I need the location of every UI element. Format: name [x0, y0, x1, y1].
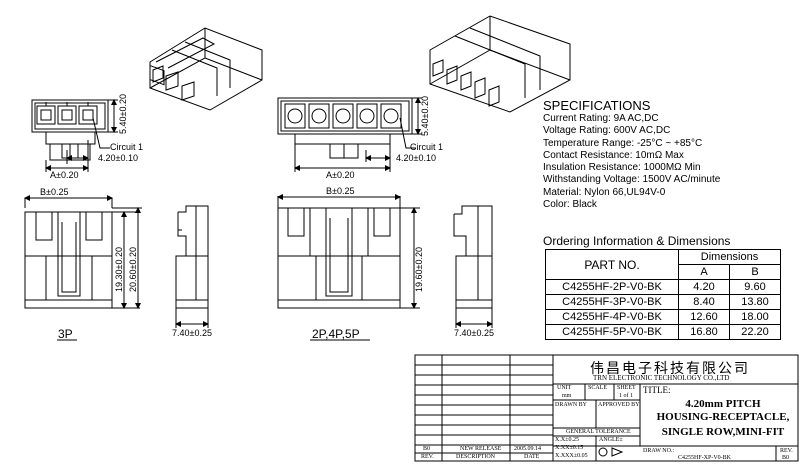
spec-line: Current Rating: 9A AC,DC	[543, 113, 659, 124]
dim-pitch-3p: 4.20±0.10	[98, 153, 138, 163]
a-cell: 12.60	[678, 309, 730, 325]
history-rev: B0	[423, 446, 431, 452]
history-date: 2005.09.14	[514, 446, 541, 452]
tolerance-1: X.X±0.25	[555, 437, 579, 443]
ordering-title: Ordering Information & Dimensions	[543, 234, 731, 248]
dim-side-5p: 7.40±0.25	[454, 328, 494, 338]
table-row: C4255HF-4P-V0-BK 12.60 18.00	[545, 309, 781, 325]
title-line-1: 4.20mm PITCH	[685, 398, 761, 410]
front-view-3p	[31, 99, 118, 172]
title-line-2: HOUSING-RECEPTACLE,	[656, 411, 790, 423]
side-view-3p	[175, 205, 209, 328]
dim-b-3p: B±0.25	[40, 187, 68, 197]
tolerance-3: X.XXX±0.05	[555, 453, 588, 459]
sheet-value: 1 of 1	[619, 393, 633, 399]
part-cell: C4255HF-4P-V0-BK	[545, 309, 679, 325]
general-tolerance-label: GENERAL TOLERANCE	[566, 429, 631, 435]
draw-no-value: C4255HF-XP-V0-BK	[678, 455, 732, 461]
dimensions-header: Dimensions	[678, 249, 781, 265]
circuit-label-5p: Circuit 1	[410, 142, 443, 152]
col-b-header: B	[729, 264, 781, 280]
spec-line: Temperature Range: -25°C ~ +85°C	[543, 137, 703, 149]
specifications: SPECIFICATIONS Current Rating: 9A AC,DC …	[543, 98, 720, 211]
table-row: C4255HF-5P-V0-BK 16.80 22.20	[545, 324, 781, 340]
a-cell: 16.80	[678, 324, 730, 340]
dim-height-5p: 5.40±0.20	[420, 96, 430, 136]
spec-line: Insulation Resistance: 1000MΩ Min	[543, 162, 701, 174]
side-view-5p	[453, 205, 493, 328]
table-row: C4255HF-3P-V0-BK 8.40 13.80	[545, 294, 781, 310]
spec-line: Color: Black	[543, 199, 597, 211]
elevation-view-3p	[24, 195, 142, 309]
b-cell: 18.00	[729, 309, 781, 325]
circuit-label-3p: Circuit 1	[110, 142, 143, 152]
ordering-table: PART NO. Dimensions A B C4255HF-2P-V0-BK…	[545, 249, 781, 340]
company-name-en: TRN ELECTRONIC TECHNOLOGY CO.,LTD	[593, 374, 730, 382]
part-no-header: PART NO.	[545, 249, 679, 280]
dim-a-3p: A±0.20	[50, 170, 78, 180]
dim-pitch-5p: 4.20±0.10	[396, 153, 436, 163]
rev-value: B0	[782, 455, 790, 461]
projection-symbol	[598, 447, 624, 457]
description-column-header: DESCRIPTION	[456, 454, 496, 460]
col-a-header: A	[678, 264, 730, 280]
part-cell: C4255HF-3P-V0-BK	[545, 294, 679, 310]
unit-value: mm	[562, 393, 572, 399]
dim-h2-3p: 20.60±0.20	[128, 247, 138, 292]
history-description: NEW RELEASE	[460, 446, 502, 452]
title-label: TITLE:	[643, 385, 671, 395]
view-label-3p: 3P	[58, 327, 73, 341]
title-line-3: SINGLE ROW,MINI-FIT	[661, 426, 785, 438]
spec-line: Contact Resistance: 10mΩ Max	[543, 149, 684, 161]
spec-line: Withstanding Voltage: 1500V AC/minute	[543, 174, 721, 186]
approved-by-label: APPROVED BY	[598, 402, 640, 408]
dim-b-5p: B±0.25	[326, 186, 354, 196]
b-cell: 13.80	[729, 294, 781, 310]
iso-view-5p	[429, 15, 571, 113]
specifications-title: SPECIFICATIONS	[543, 98, 651, 113]
elevation-view-5p	[277, 194, 420, 309]
unit-label: UNIT	[557, 385, 572, 391]
a-cell: 8.40	[678, 294, 730, 310]
dim-height-3p: 5.40±0.20	[118, 94, 128, 134]
b-cell: 9.60	[729, 279, 781, 295]
draw-no-label: DRAW NO.:	[643, 448, 675, 454]
part-cell: C4255HF-2P-V0-BK	[545, 279, 679, 295]
front-view-5p	[277, 97, 422, 172]
dim-h-5p: 19.60±0.20	[414, 247, 424, 292]
dim-h1-3p: 19.30±0.20	[114, 247, 124, 292]
date-column-header: DATE	[524, 454, 540, 460]
dim-side-3p: 7.40±0.25	[172, 328, 212, 338]
sheet-label: SHEET	[617, 385, 636, 391]
dim-a-5p: A±0.20	[326, 170, 354, 180]
scale-label: SCALE	[588, 385, 608, 391]
rev-column-header: REV.	[421, 454, 434, 460]
angle-label: ANGLE±	[599, 437, 623, 443]
drawn-by-label: DRAWN BY	[555, 402, 588, 408]
b-cell: 22.20	[729, 324, 781, 340]
company-name-cn: 伟昌电子科技有限公司	[590, 362, 750, 377]
spec-line: Voltage Rating: 600V AC,DC	[543, 125, 671, 137]
dimension-labels: A±0.20 4.20±0.10 Circuit 1 5.40±0.20 B±0…	[40, 94, 494, 341]
table-row: C4255HF-2P-V0-BK 4.20 9.60	[545, 279, 781, 295]
title-block-grid	[414, 354, 799, 462]
part-cell: C4255HF-5P-V0-BK	[545, 324, 679, 340]
view-label-5p: 2P,4P,5P	[312, 327, 360, 341]
spec-line: Material: Nylon 66,UL94V-0	[543, 186, 666, 198]
iso-view-3p	[149, 27, 263, 111]
a-cell: 4.20	[678, 279, 730, 295]
tolerance-2: X.XX±0.15	[555, 445, 584, 451]
rev-label: REV.	[780, 448, 793, 454]
